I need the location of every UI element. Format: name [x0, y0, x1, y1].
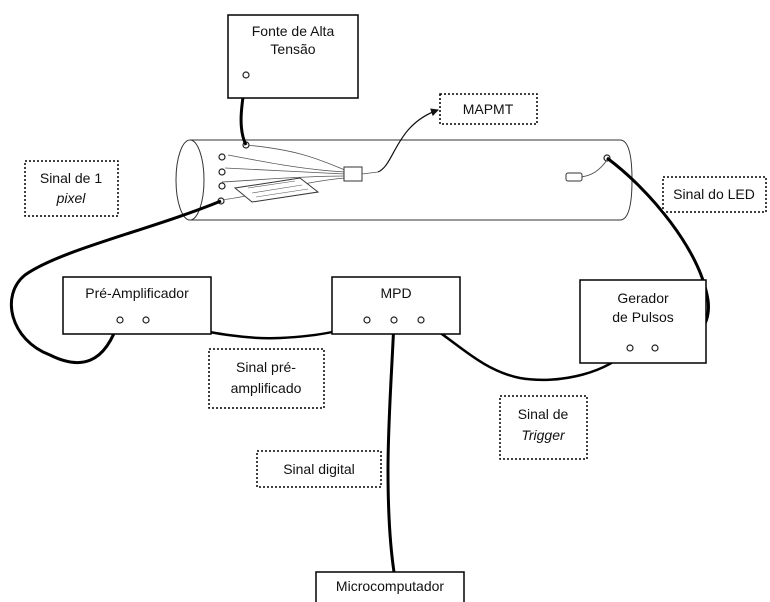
pixel-signal-cable [9, 199, 222, 364]
trigger-signal-callout: Sinal de Trigger [499, 395, 588, 460]
mpd-label: MPD [380, 285, 411, 301]
microcomputer-label: Microcomputador [336, 578, 444, 594]
pulse-generator-label-line2: de Pulsos [612, 309, 673, 325]
endcap-connectors [217, 141, 250, 205]
led-signal-callout: Sinal do LED [662, 176, 767, 213]
trigger-signal-line2: Trigger [521, 427, 566, 443]
high-voltage-supply-label-line2: Tensão [270, 41, 315, 57]
preamplified-signal-line1: Sinal pré- [236, 359, 296, 375]
digital-signal-callout-label: Sinal digital [283, 461, 355, 477]
led-signal-callout-label: Sinal do LED [673, 186, 755, 202]
high-voltage-supply-box: Fonte de Alta Tensão [227, 14, 359, 99]
preamplifier-label: Pré-Amplificador [85, 285, 189, 301]
digital-signal-callout: Sinal digital [256, 450, 382, 488]
single-pixel-signal-callout: Sinal de 1 pixel [24, 160, 119, 217]
trigger-cable [420, 318, 631, 382]
preamp-output-connector [142, 316, 150, 324]
mapmt-pointer-arrow [377, 108, 439, 173]
dark-chamber-cylinder [175, 139, 633, 221]
mpd-trigger-connector [417, 316, 425, 324]
hv-output-connector [242, 71, 250, 79]
preamplified-signal-callout: Sinal pré- amplificado [208, 348, 325, 409]
preamplified-signal-line2: amplificado [231, 380, 302, 396]
trigger-output-connector [626, 344, 634, 352]
pulse-generator-box: Gerador de Pulsos [579, 279, 707, 364]
single-pixel-signal-line1: Sinal de 1 [40, 170, 102, 186]
led-output-connector [651, 344, 659, 352]
trigger-signal-line1: Sinal de [518, 406, 569, 422]
preamplifier-box: Pré-Amplificador [62, 276, 212, 335]
preamp-input-connector [116, 316, 124, 324]
readout-board [233, 177, 320, 203]
led-source [565, 154, 611, 182]
mpd-input-connector [363, 316, 371, 324]
mapmt-callout-label: MAPMT [463, 101, 514, 117]
microcomputer-box: Microcomputador [315, 571, 465, 602]
digital-signal-cable [386, 319, 396, 573]
mpd-box: MPD [331, 276, 461, 335]
mapmt-callout: MAPMT [439, 93, 538, 125]
mpd-digital-connector [390, 316, 398, 324]
single-pixel-signal-line2: pixel [56, 190, 87, 206]
mapmt-module [221, 144, 379, 201]
pulse-generator-label-line1: Gerador [617, 290, 669, 306]
high-voltage-supply-label-line1: Fonte de Alta [252, 23, 335, 39]
